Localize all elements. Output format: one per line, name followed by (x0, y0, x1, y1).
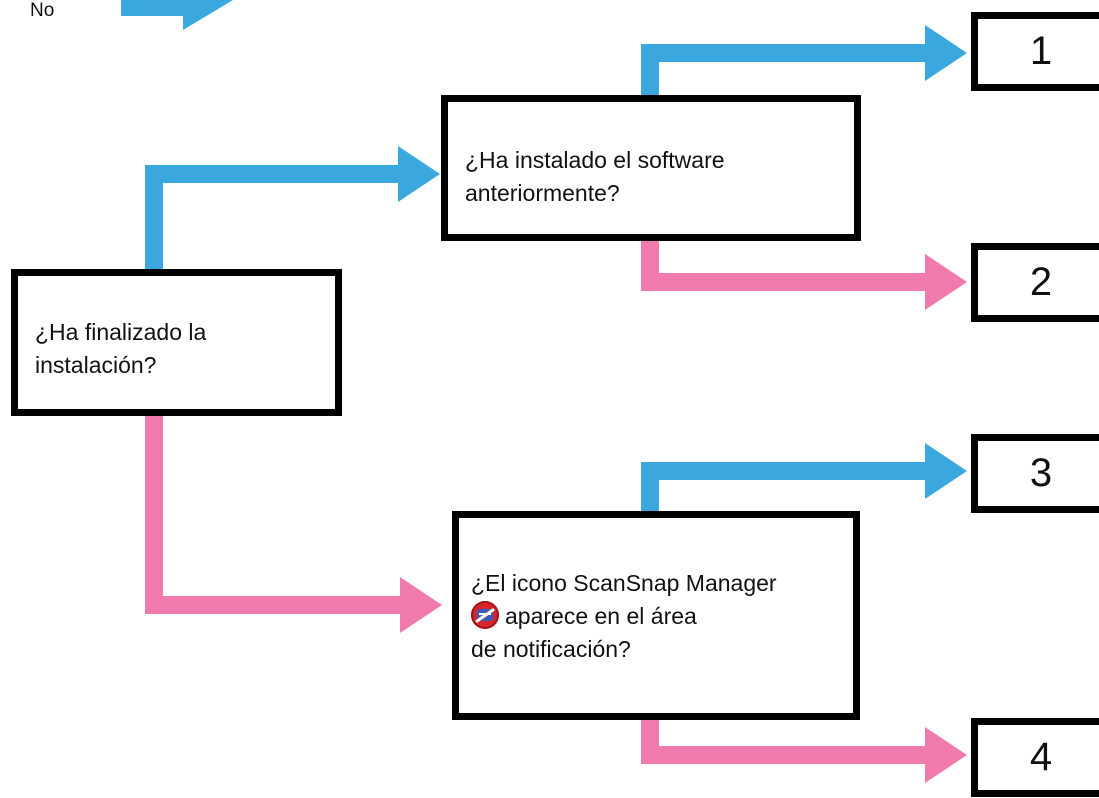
outcome-box-2[interactable]: 2 (971, 243, 1099, 322)
question-software-installed-before: ¿Ha instalado el software anteriormente? (441, 95, 861, 241)
question-line-with-icon: aparece en el área (471, 600, 853, 633)
outcome-box-4[interactable]: 4 (971, 718, 1099, 797)
outcome-box-1[interactable]: 1 (971, 12, 1099, 91)
arrow-instalado-si (641, 239, 967, 310)
legend-no-label: No (30, 0, 55, 21)
question-line: anteriormente? (465, 180, 620, 206)
arrow-icono-no (641, 443, 967, 513)
arrow-finalizado-no (145, 146, 440, 271)
arrow-instalado-no (641, 25, 967, 97)
question-line-text: aparece en el área (505, 603, 697, 629)
question-line: instalación? (35, 352, 157, 378)
arrow-finalizado-si (145, 416, 442, 633)
question-line: ¿Ha instalado el software (465, 147, 725, 173)
question-line: de notificación? (471, 636, 631, 662)
question-line: ¿El icono ScanSnap Manager (471, 570, 777, 596)
arrow-icono-si (641, 718, 967, 783)
scansnap-manager-icon (471, 601, 499, 629)
outcome-box-3[interactable]: 3 (971, 434, 1099, 513)
question-line: ¿Ha finalizado la (35, 319, 207, 345)
question-installation-finished: ¿Ha finalizado la instalación? (11, 269, 342, 416)
question-scansnap-icon-visible: ¿El icono ScanSnap Manager aparece en el… (452, 511, 860, 720)
legend-no-arrow (121, 0, 233, 30)
